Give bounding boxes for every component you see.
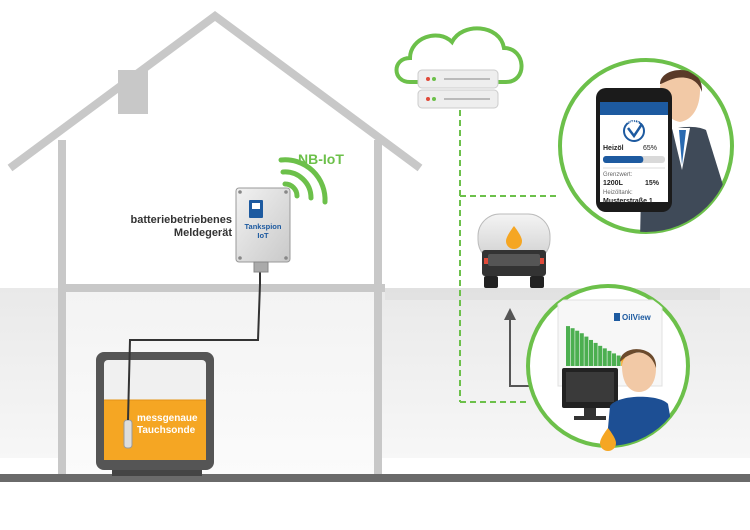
app-limit-percent: 15% (645, 180, 660, 187)
app-limit-label: Grenzwert: (603, 172, 633, 178)
radio-waves-icon (278, 157, 328, 205)
device-description-line1: batteriebetriebenes (130, 214, 232, 226)
probe-cable (127, 272, 261, 421)
oilview-title: OilView (622, 313, 651, 322)
oil-drop-icon (506, 226, 522, 249)
app-fuel-value: 65% (643, 145, 658, 152)
oilview-bar (602, 348, 607, 366)
probe-label-line2: Tauchsonde (137, 425, 196, 436)
server-icon (417, 69, 499, 109)
app-limit-volume: 1200L (603, 180, 623, 187)
oilview-bar (593, 342, 598, 366)
app-tank-label: Heizöltank: (603, 190, 633, 196)
oilview-bar (589, 339, 593, 366)
probe-sensor-icon (123, 419, 133, 449)
ground-line (0, 474, 750, 482)
oilview-bar (579, 333, 584, 366)
operator-head (622, 352, 656, 392)
house (7, 11, 423, 476)
app-title: Oil SmartView (610, 118, 654, 125)
app-logo-icon (623, 120, 645, 142)
oilview-bar (598, 345, 603, 366)
device-description-label: batteriebetriebenes Meldegerät (112, 214, 232, 240)
app-fuel-label: Heizöl (603, 145, 624, 152)
device-description-line2: Meldegerät (173, 227, 232, 239)
oilview-bar (575, 330, 580, 366)
house-roof (7, 11, 423, 172)
iot-device (235, 187, 291, 273)
device-name-label: Tankspion IoT (238, 222, 288, 240)
probe-label-line1: messgenaue (137, 413, 198, 424)
ground-base (0, 482, 750, 530)
protocol-label: NB-IoT (298, 151, 344, 167)
oilview-bar (570, 328, 575, 366)
fuel-level-bar (603, 156, 644, 163)
arrow-up-icon (504, 308, 530, 387)
tank-oil-fill (104, 400, 206, 460)
oilview-bar (566, 326, 570, 366)
oil-drop-icon-small (600, 428, 616, 451)
oilview-bar (584, 336, 589, 366)
smartphone-circle (558, 58, 734, 234)
device-name-line2: IoT (257, 231, 269, 240)
chimney (118, 70, 148, 114)
device-cable-gland (253, 261, 269, 273)
ground-shadow (385, 288, 720, 300)
oilview-bar (612, 353, 616, 366)
tank-feet (112, 470, 202, 476)
data-connections (459, 110, 560, 403)
cloud-icon (394, 26, 524, 84)
device-name-line1: Tankspion (244, 222, 282, 231)
app-tank-value: Musterstraße 1 (603, 198, 653, 205)
oilview-bar (616, 355, 621, 366)
oilview-bar (607, 350, 612, 366)
probe-label: messgenaue Tauchsonde (137, 413, 198, 437)
truck-icon (477, 213, 551, 288)
